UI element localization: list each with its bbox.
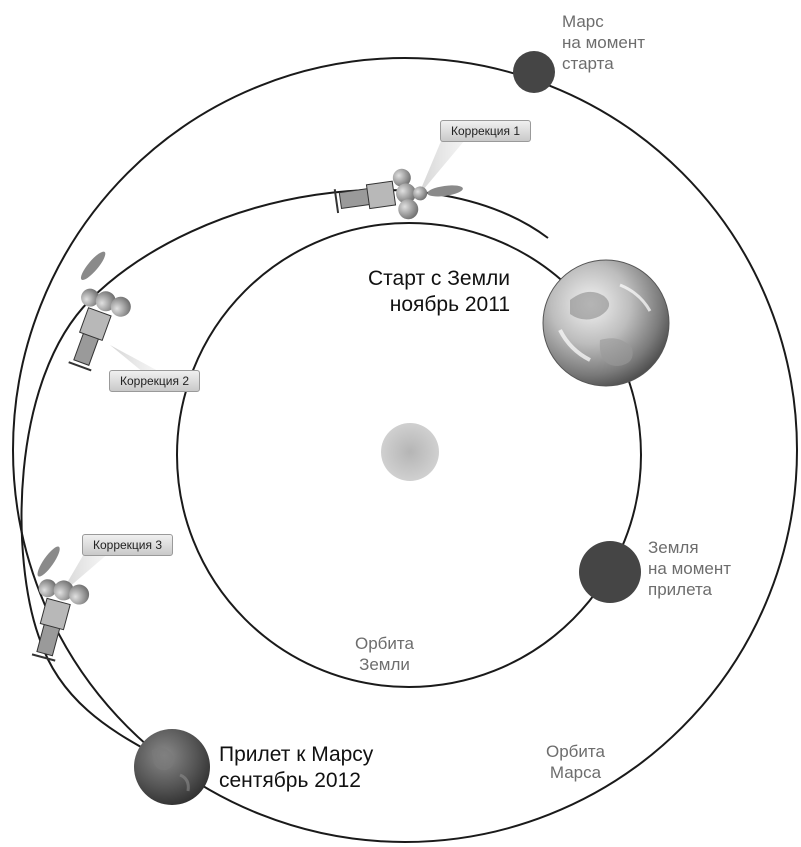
mars-at-launch-line-2: на момент xyxy=(562,33,646,52)
earth-at-arrival-line-3: прилета xyxy=(648,580,713,599)
earth-globe-icon xyxy=(542,259,670,387)
earth-at-arrival-label: Земля на момент прилета xyxy=(648,537,731,600)
correction-1-pointer xyxy=(418,134,470,196)
arrival-label: Прилет к Марсу сентябрь 2012 xyxy=(219,742,373,794)
earth-orbit-line-2: Земли xyxy=(359,655,410,674)
launch-label: Старт с Земли ноябрь 2011 xyxy=(368,266,510,318)
spacecraft-icon xyxy=(333,168,463,220)
launch-line-2: ноябрь 2011 xyxy=(389,293,511,316)
mars-at-launch-line-1: Марс xyxy=(562,12,604,31)
arrival-line-2: сентябрь 2012 xyxy=(219,769,361,792)
correction-2-label: Коррекция 2 xyxy=(109,370,201,392)
sun-icon xyxy=(381,423,439,481)
earth-orbit xyxy=(176,222,642,688)
mars-at-launch-planet xyxy=(513,51,555,93)
earth-at-arrival-planet xyxy=(579,541,641,603)
correction-1-label: Коррекция 1 xyxy=(440,120,532,142)
mars-orbit-label: Орбита Марса xyxy=(546,741,605,783)
mars-planet-icon xyxy=(134,729,210,805)
launch-line-1: Старт с Земли xyxy=(368,267,511,290)
earth-at-arrival-line-2: на момент xyxy=(648,559,732,578)
mars-orbit xyxy=(12,57,798,843)
mars-orbit-line-2: Марса xyxy=(549,763,602,782)
spacecraft-icon xyxy=(31,546,90,662)
earth-orbit-label: Орбита Земли xyxy=(355,633,414,675)
mars-at-launch-line-3: старта xyxy=(562,54,614,73)
correction-3-label: Коррекция 3 xyxy=(82,534,174,556)
mars-orbit-line-1: Орбита xyxy=(546,742,605,761)
earth-orbit-line-1: Орбита xyxy=(355,634,414,653)
mars-at-launch-label: Марс на момент старта xyxy=(562,11,645,74)
arrival-line-1: Прилет к Марсу xyxy=(219,743,374,766)
earth-at-arrival-line-1: Земля xyxy=(648,538,699,557)
spacecraft-icon xyxy=(68,251,131,372)
